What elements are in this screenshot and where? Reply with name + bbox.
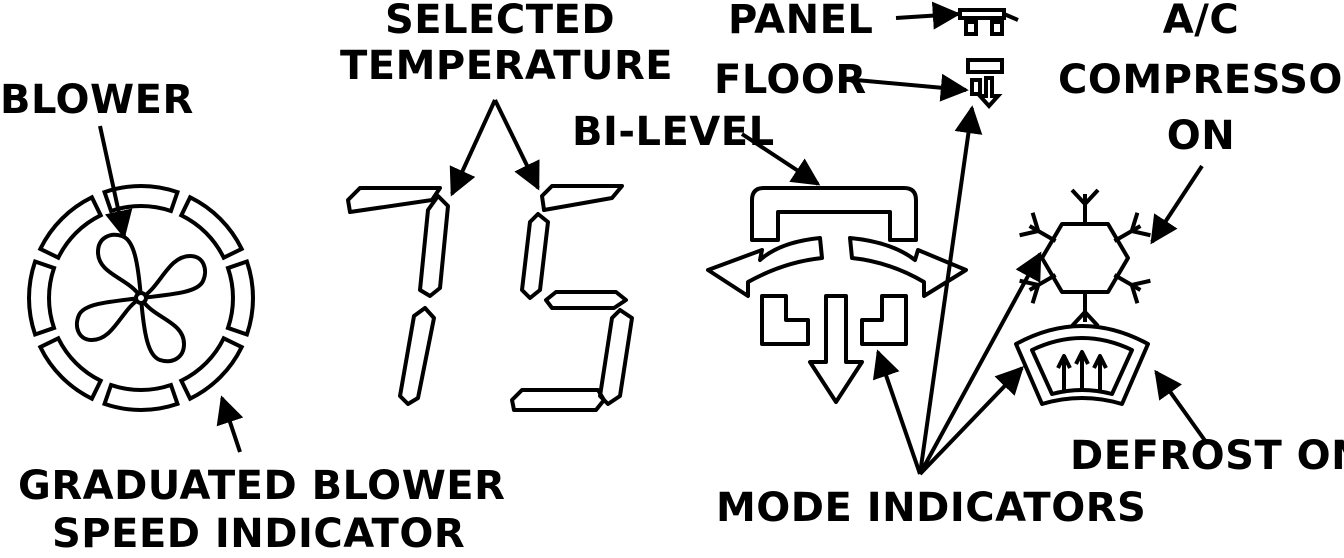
arrow-blower [98,125,133,239]
leader-arrows [98,1,1208,476]
temperature-digits [346,184,634,412]
speed-segment [178,194,245,261]
arrow-panel [895,1,961,30]
label-on: ON [1166,113,1236,159]
arrow-floor [855,73,969,102]
digit-7-icon [346,186,450,406]
arrow-mode-bilevel [872,349,922,475]
label-defrost-on: DEFROST ON [1070,433,1344,479]
arrow-mode-defrost [918,365,1024,476]
label-bi-level: BI-LEVEL [572,109,775,155]
digit-5-icon [510,184,634,412]
blower-fan-icon [74,232,208,364]
floor-icon [966,58,1004,109]
speed-segment [101,382,181,412]
label-panel: PANEL [728,0,874,43]
arrow-defrost [1154,369,1208,444]
label-graduated-blower: GRADUATED BLOWER [18,463,506,509]
arrow-bilevel [740,132,821,186]
label-speed-indicator: SPEED INDICATOR [52,511,466,557]
speed-segment [101,184,181,214]
arrow-mode-snowflake [918,251,1042,475]
arrow-temp-right [493,99,540,191]
arrow-ac [1150,164,1204,245]
panel-icon [958,8,1019,36]
arrow-mode-floor [918,105,983,475]
speed-segment [225,258,255,338]
arrow-temp-left [449,99,497,197]
label-floor: FLOOR [714,57,867,103]
label-temperature: TEMPERATURE [340,43,674,89]
defrost-icon [1014,324,1150,406]
label-mode-indicators: MODE INDICATORS [716,485,1147,531]
bi-level-icon [706,186,968,404]
label-ac: A/C [1162,0,1240,43]
graduated-speed-ring [27,184,255,412]
speed-segment [27,258,57,338]
speed-segment [178,335,245,402]
label-compressor: COMPRESSOR [1058,57,1344,103]
arrow-speed-indicator [216,395,244,453]
label-blower: BLOWER [0,77,194,123]
snowflake-icon [1017,188,1153,328]
label-selected: SELECTED [384,0,616,43]
speed-segment [37,194,104,261]
speed-segment [37,335,104,402]
blower-speed-dial [27,184,255,412]
